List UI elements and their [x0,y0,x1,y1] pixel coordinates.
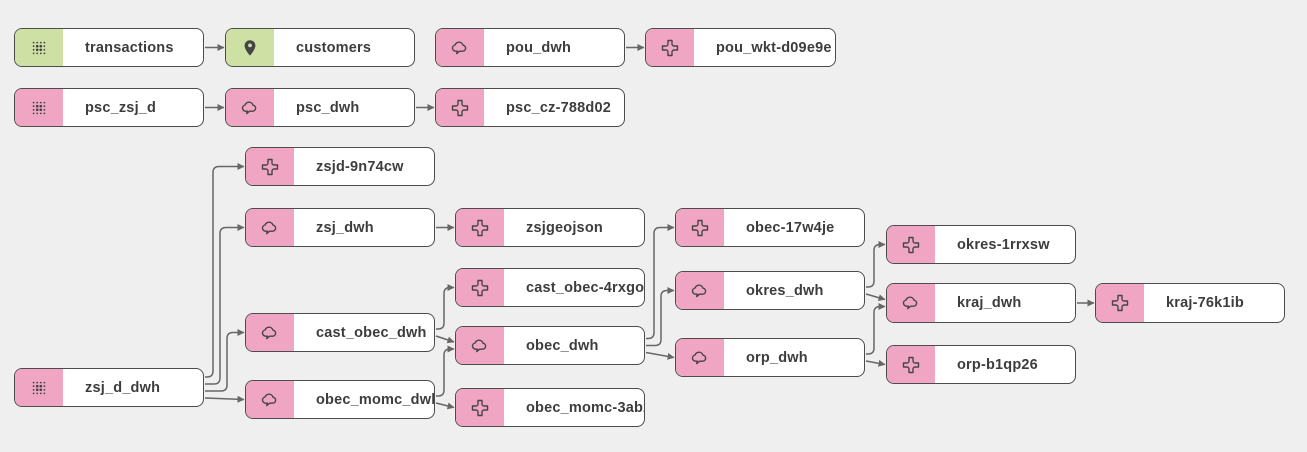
node-okres-1rrxsw[interactable]: okres-1rrxsw [886,225,1076,264]
node-label: zsjd-9n74cw [316,158,404,175]
node-psc_dwh[interactable]: psc_dwh [225,88,415,127]
node-label: orp_dwh [746,349,808,366]
node-obec-17w4je[interactable]: obec-17w4je [675,208,865,247]
cloud-icon [676,339,724,376]
node-label: pou_wkt-d09e9e [716,39,832,56]
node-zsj_dwh[interactable]: zsj_dwh [245,208,435,247]
node-zsjd-9n74cw[interactable]: zsjd-9n74cw [245,147,435,186]
location-pin-icon [226,29,274,66]
node-okres_dwh[interactable]: okres_dwh [675,271,865,310]
node-label: cast_obec-4rxgo5 [526,279,645,296]
node-label: kraj-76k1ib [1166,295,1244,311]
cloud-icon [246,381,294,418]
node-label: pou_dwh [506,39,572,56]
node-zsj_d_dwh[interactable]: zsj_d_dwh [14,368,204,407]
node-label: psc_cz-788d02 [506,99,611,116]
node-label: zsj_d_dwh [85,379,161,396]
node-kraj-76k1ib[interactable]: kraj-76k1ib [1095,283,1285,323]
node-orp-b1qp26[interactable]: orp-b1qp26 [886,345,1076,384]
puzzle-icon [676,209,724,246]
node-kraj_dwh[interactable]: kraj_dwh [886,283,1076,323]
node-label: cast_obec_dwh [316,324,427,341]
edge-orp_dwh-to-orp-b1qp26 [865,359,886,367]
edge-obec_dwh-to-okres_dwh [646,287,675,347]
grid-dots-icon [15,29,63,66]
node-zsjgeojson[interactable]: zsjgeojson [455,208,645,247]
node-cast_obec-4rxgo5[interactable]: cast_obec-4rxgo5 [455,268,645,307]
node-label: zsjgeojson [526,219,603,236]
edge-zsj_d_dwh-to-zsjd-9n74cw [205,163,245,378]
node-label: obec_momc-3abz9t [526,399,644,416]
node-obec_dwh[interactable]: obec_dwh [455,326,645,365]
puzzle-icon [456,209,504,246]
edge-okres_dwh-to-okres-1rrxsw [866,241,886,288]
puzzle-icon [887,346,935,383]
edge-zsj_d_dwh-to-zsj_dwh [205,224,245,385]
node-label: psc_dwh [296,99,360,116]
puzzle-icon [1096,284,1144,322]
node-orp_dwh[interactable]: orp_dwh [675,338,865,377]
node-label: customers [296,39,372,56]
node-psc_zsj_d[interactable]: psc_zsj_d [14,88,204,127]
puzzle-icon [646,29,694,66]
node-label: obec-17w4je [746,219,835,236]
cloud-icon [436,29,484,66]
edge-cast_obec_dwh-to-cast_obec-4rxgo5 [436,284,455,330]
edge-obec_momc_dwh-to-obec_dwh [436,345,455,397]
puzzle-icon [246,148,294,185]
cloud-icon [246,314,294,351]
grid-dots-icon [15,369,63,406]
edge-obec_dwh-to-obec-17w4je [646,224,675,340]
node-pou_dwh[interactable]: pou_dwh [435,28,625,67]
node-obec_momc-3abz9t[interactable]: obec_momc-3abz9t [455,388,645,427]
node-transactions[interactable]: transactions [14,28,204,67]
node-label: transactions [85,39,174,56]
node-customers[interactable]: customers [225,28,415,67]
cloud-icon [226,89,274,126]
edge-orp_dwh-to-kraj_dwh [866,303,886,355]
edge-okres_dwh-to-kraj_dwh [865,293,886,302]
node-label: obec_dwh [526,337,599,354]
cloud-icon [676,272,724,309]
puzzle-icon [456,389,504,426]
edge-zsj_d_dwh-to-obec_momc_dwh [204,395,245,403]
node-label: okres-1rrxsw [957,236,1050,253]
cloud-icon [246,209,294,246]
node-label: zsj_dwh [316,219,374,236]
node-psc_cz-788d02[interactable]: psc_cz-788d02 [435,88,625,127]
edge-zsj_d_dwh-to-cast_obec_dwh [205,329,245,392]
node-obec_momc_dwh[interactable]: obec_momc_dwh [245,380,435,419]
cloud-icon [887,284,935,322]
node-cast_obec_dwh[interactable]: cast_obec_dwh [245,313,435,352]
node-label: orp-b1qp26 [957,356,1038,373]
node-pou_wkt-d09e9e[interactable]: pou_wkt-d09e9e [645,28,836,67]
puzzle-icon [436,89,484,126]
node-label: psc_zsj_d [85,99,157,116]
grid-dots-icon [15,89,63,126]
puzzle-icon [456,269,504,306]
edge-cast_obec_dwh-to-obec_dwh [435,335,455,344]
edge-obec_momc_dwh-to-obec_momc-3abz9t [435,402,455,410]
cloud-icon [456,327,504,364]
node-label: kraj_dwh [957,295,1022,311]
node-label: okres_dwh [746,282,824,299]
node-label: obec_momc_dwh [316,391,435,408]
edge-obec_dwh-to-orp_dwh [645,351,675,360]
puzzle-icon [887,226,935,263]
